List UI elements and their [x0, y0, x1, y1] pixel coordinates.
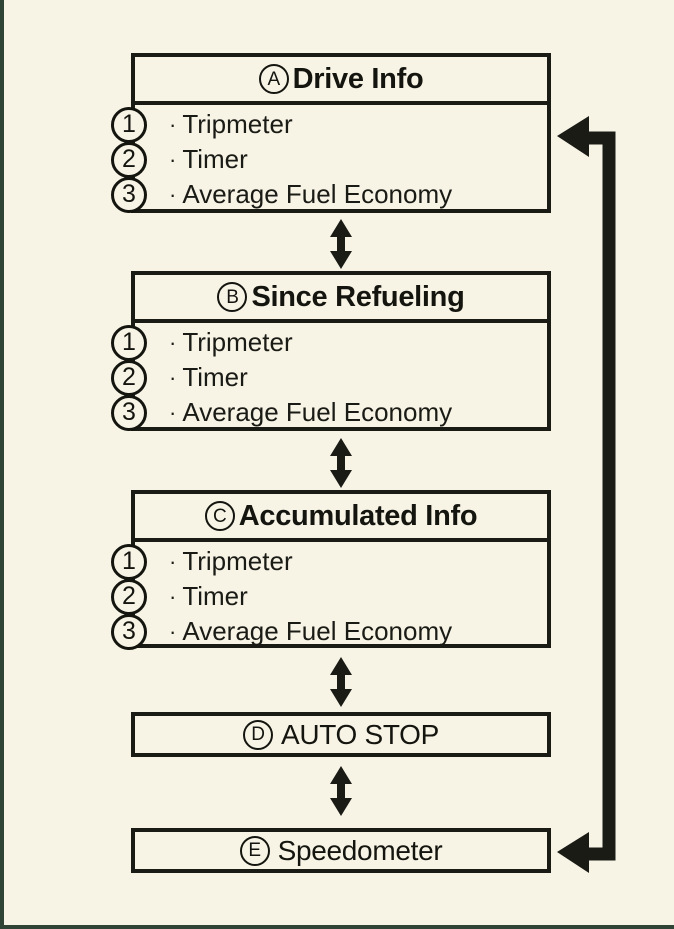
marker-letter-c-icon: C	[204, 501, 235, 531]
node-a-item-list: 1 · Tripmeter 2 · Timer 3 · Average Fuel…	[111, 105, 547, 216]
list-item[interactable]: 1 · Tripmeter	[111, 324, 547, 361]
bullet-icon: ·	[169, 618, 177, 644]
list-item[interactable]: 3 · Average Fuel Economy	[111, 176, 547, 213]
node-e-title-text: Speedometer	[277, 834, 443, 866]
list-item-label: Timer	[182, 581, 248, 611]
node-drive-info[interactable]: A Drive Info 1 · Tripmeter 2 · Timer 3 ·…	[111, 53, 551, 216]
list-item[interactable]: 2 · Timer	[111, 578, 547, 615]
node-c-item-list: 1 · Tripmeter 2 · Timer 3 · Average Fuel…	[111, 542, 547, 653]
bullet-icon: ·	[169, 329, 177, 355]
list-item[interactable]: 2 · Timer	[111, 141, 547, 178]
marker-letter-b-icon: B	[217, 282, 248, 312]
marker-number-1-icon: 1	[111, 543, 147, 580]
node-b-title-text: Since Refueling	[251, 280, 465, 313]
list-item-label: Tripmeter	[182, 546, 293, 576]
connector-a-b	[321, 218, 361, 270]
connector-b-c	[321, 437, 361, 489]
list-item-label: Tripmeter	[182, 109, 293, 139]
list-item-label: Average Fuel Economy	[182, 397, 453, 427]
node-d-title-text: AUTO STOP	[280, 718, 440, 750]
node-b-title-row: B Since Refueling	[135, 275, 547, 323]
node-c-title-row: C Accumulated Info	[135, 494, 547, 542]
marker-number-2-icon: 2	[111, 141, 147, 178]
bullet-icon: ·	[169, 583, 177, 609]
marker-letter-e-icon: E	[239, 835, 270, 866]
list-item-label: Average Fuel Economy	[182, 616, 453, 646]
bullet-icon: ·	[169, 181, 177, 207]
list-item[interactable]: 2 · Timer	[111, 359, 547, 396]
marker-number-3-icon: 3	[111, 613, 147, 650]
marker-number-1-icon: 1	[111, 324, 147, 361]
list-item[interactable]: 3 · Average Fuel Economy	[111, 394, 547, 431]
double-arrow-vertical-icon	[330, 657, 352, 707]
bullet-icon: ·	[169, 399, 177, 425]
marker-number-3-icon: 3	[111, 176, 147, 213]
list-item-label: Tripmeter	[182, 327, 293, 357]
marker-number-3-icon: 3	[111, 394, 147, 431]
bullet-icon: ·	[169, 364, 177, 390]
node-e-title-row: E Speedometer	[135, 832, 547, 869]
marker-number-2-icon: 2	[111, 578, 147, 615]
connector-d-e	[321, 765, 361, 817]
double-arrow-vertical-icon	[330, 766, 352, 816]
node-b-item-list: 1 · Tripmeter 2 · Timer 3 · Average Fuel…	[111, 323, 547, 434]
list-item[interactable]: 1 · Tripmeter	[111, 543, 547, 580]
node-accumulated-info[interactable]: C Accumulated Info 1 · Tripmeter 2 · Tim…	[111, 490, 551, 650]
bullet-icon: ·	[169, 111, 177, 137]
marker-number-2-icon: 2	[111, 359, 147, 396]
connector-c-d	[321, 656, 361, 708]
node-a-title-text: Drive Info	[292, 62, 424, 95]
node-speedometer[interactable]: E Speedometer	[131, 828, 551, 873]
double-arrow-vertical-icon	[330, 438, 352, 488]
bullet-icon: ·	[169, 146, 177, 172]
list-item-label: Average Fuel Economy	[182, 179, 453, 209]
node-a-title-row: A Drive Info	[135, 57, 547, 105]
diagram-canvas: A Drive Info 1 · Tripmeter 2 · Timer 3 ·…	[4, 0, 674, 929]
list-item-label: Timer	[182, 362, 248, 392]
node-since-refueling[interactable]: B Since Refueling 1 · Tripmeter 2 · Time…	[111, 271, 551, 434]
list-item[interactable]: 3 · Average Fuel Economy	[111, 613, 547, 650]
node-auto-stop[interactable]: D AUTO STOP	[131, 712, 551, 757]
list-item-label: Timer	[182, 144, 248, 174]
list-item[interactable]: 1 · Tripmeter	[111, 106, 547, 143]
marker-letter-d-icon: D	[242, 719, 273, 750]
double-arrow-vertical-icon	[330, 219, 352, 269]
node-c-title-text: Accumulated Info	[238, 499, 478, 532]
bullet-icon: ·	[169, 548, 177, 574]
node-d-title-row: D AUTO STOP	[135, 716, 547, 753]
marker-letter-a-icon: A	[258, 64, 289, 94]
marker-number-1-icon: 1	[111, 106, 147, 143]
